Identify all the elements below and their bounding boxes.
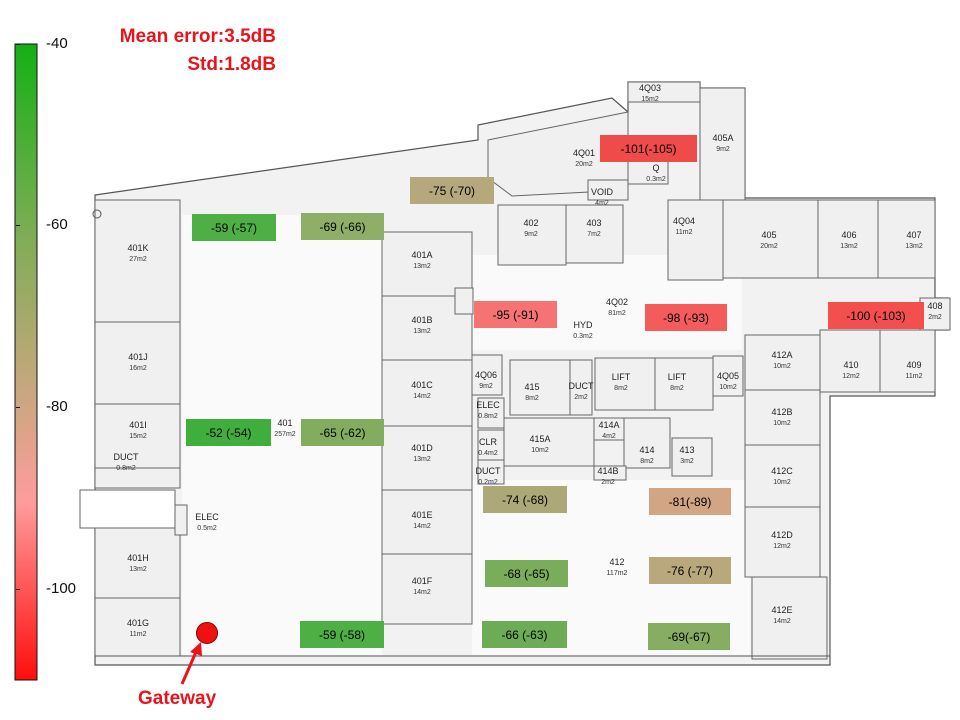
tick-mark [16,225,20,226]
rssi-measurement: -75 (-70) [410,177,494,204]
rssi-measurement: -59 (-57) [192,214,276,241]
rssi-measurement: -100 (-103) [828,302,924,329]
core-rooms [471,354,744,485]
east-of-401-rooms [381,231,474,625]
rssi-measurement: -68 (-65) [485,560,568,587]
rssi-measurement: -76 (-77) [649,557,731,584]
rssi-measurement: -81(-89) [649,488,731,515]
tick-mark [16,407,20,408]
east-rooms [744,329,936,660]
rssi-measurement: -101(-105) [600,135,697,162]
rssi-measurement: -69 (-66) [301,213,384,240]
west-rooms [94,199,188,657]
rssi-measurement: -74 (-68) [483,486,567,513]
west-cutout [79,489,176,529]
gateway-arrow-icon [180,642,202,685]
gateway-label: Gateway [138,688,217,709]
colorbar-tick-label: -80 [46,398,68,415]
rssi-measurement: -59 (-58) [300,621,384,648]
colorbar-tick-label: -40 [46,35,68,52]
north-rooms [487,81,951,331]
rssi-measurement: -52 (-54) [186,419,271,446]
mean-error-label: Mean error:3.5dB [119,26,276,47]
colorbar-tick-label: -100 [46,580,77,597]
column-marker [92,209,102,219]
rssi-measurement: -98 (-93) [645,304,727,331]
rssi-measurement: -66 (-63) [482,621,567,648]
colorbar-tick-label: -60 [46,216,68,233]
tick-mark [16,44,20,45]
tick-mark [16,589,20,590]
gateway-marker [196,622,218,644]
std-label: Std:1.8dB [187,54,276,75]
rssi-measurement: -65 (-62) [301,419,384,446]
colorbar [14,43,38,681]
rssi-measurement: -69(-67) [648,623,730,650]
rssi-measurement: -95 (-91) [474,301,557,328]
